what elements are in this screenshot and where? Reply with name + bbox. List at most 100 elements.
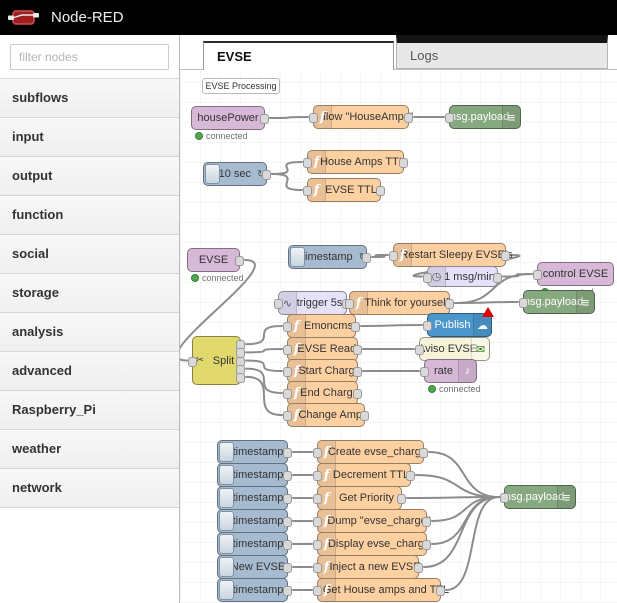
out-port[interactable] [353, 367, 362, 377]
node-t7[interactable]: timestamp [217, 578, 292, 602]
out-port[interactable] [362, 253, 371, 263]
in-port[interactable] [445, 113, 454, 123]
wire-emon-pub[interactable] [360, 324, 423, 327]
out-port[interactable] [414, 563, 423, 573]
wire-split-start[interactable] [245, 359, 283, 372]
out-port[interactable] [262, 170, 271, 180]
in-port[interactable] [313, 517, 322, 527]
inject-button[interactable] [219, 442, 234, 462]
wire-hp-fha[interactable] [269, 116, 309, 119]
filter-nodes-input[interactable] [10, 44, 169, 70]
node-tsA[interactable]: timestamp↻ [288, 245, 371, 269]
out-port[interactable] [397, 494, 406, 504]
in-port[interactable] [274, 299, 283, 309]
inject-button[interactable] [219, 465, 234, 485]
wire-think-mp2[interactable] [454, 301, 519, 304]
wire-evse-split[interactable] [180, 259, 256, 362]
out-port[interactable] [283, 471, 292, 481]
out-port[interactable] [422, 540, 431, 550]
in-port[interactable] [313, 563, 322, 573]
out-port[interactable] [283, 586, 292, 596]
in-port[interactable] [313, 494, 322, 504]
node-t4[interactable]: timestamp [217, 509, 292, 533]
inject-button[interactable] [219, 488, 234, 508]
in-port[interactable] [423, 272, 432, 283]
wire-tsA-restart[interactable] [371, 254, 389, 258]
in-port[interactable] [420, 367, 429, 377]
node-trig[interactable]: ∿trigger 5s [274, 291, 351, 315]
sidebar-item-subflows[interactable]: subflows [0, 79, 179, 118]
out-port[interactable] [283, 517, 292, 527]
node-pub[interactable]: ☁Publish [423, 307, 494, 337]
out-port[interactable] [422, 517, 431, 527]
in-port[interactable] [188, 356, 197, 367]
tab-evse[interactable]: EVSE [203, 41, 394, 70]
wire-f3-mp3[interactable] [406, 496, 500, 499]
in-port[interactable] [313, 586, 322, 596]
node-inj10[interactable]: 10 sec↻ [203, 162, 271, 186]
out-port[interactable] [376, 186, 385, 196]
inject-button[interactable] [219, 557, 234, 577]
node-msgmin[interactable]: ◷1 msg/min [423, 266, 502, 287]
out-port[interactable] [419, 448, 428, 458]
in-port[interactable] [345, 299, 354, 309]
sidebar-item-weather[interactable]: weather [0, 430, 179, 469]
node-mp3[interactable]: ≡msg.payload [500, 485, 576, 509]
wire-split-end[interactable] [245, 367, 283, 394]
in-port[interactable] [423, 321, 432, 331]
in-port[interactable] [500, 493, 509, 503]
wire-split-ready[interactable] [245, 348, 283, 354]
inject-button[interactable] [219, 511, 234, 531]
out-port[interactable] [360, 411, 369, 421]
wire-f6-mp3[interactable] [423, 496, 500, 568]
in-port[interactable] [533, 270, 542, 280]
in-port[interactable] [283, 389, 292, 399]
sidebar-item-analysis[interactable]: analysis [0, 313, 179, 352]
sidebar-item-network[interactable]: network [0, 469, 179, 508]
sidebar-item-input[interactable]: input [0, 118, 179, 157]
in-port[interactable] [283, 322, 292, 332]
in-port[interactable] [283, 367, 292, 377]
node-t3[interactable]: timestamp [217, 486, 292, 510]
sidebar-item-output[interactable]: output [0, 157, 179, 196]
in-port[interactable] [283, 411, 292, 421]
inject-button[interactable] [219, 534, 234, 554]
wire-inj10-hat[interactable] [271, 161, 303, 175]
in-port[interactable] [303, 186, 312, 196]
out-port[interactable] [235, 256, 244, 266]
sidebar-item-storage[interactable]: storage [0, 274, 179, 313]
wire-inj10-ettl[interactable] [271, 173, 303, 191]
in-port[interactable] [309, 113, 318, 123]
node-t2[interactable]: timestamp [217, 463, 292, 487]
inject-button[interactable] [205, 164, 220, 184]
node-t6[interactable]: New EVSE [217, 555, 292, 579]
node-mp1[interactable]: ≡msg.payload [445, 105, 521, 129]
out-port[interactable] [353, 389, 362, 399]
sidebar-item-advanced[interactable]: advanced [0, 352, 179, 391]
out-port[interactable] [283, 563, 292, 573]
wire-split-change[interactable] [245, 375, 283, 416]
out-port[interactable] [283, 494, 292, 504]
in-port[interactable] [313, 471, 322, 481]
in-port[interactable] [415, 345, 424, 355]
inject-button[interactable] [290, 247, 305, 267]
sidebar-item-social[interactable]: social [0, 235, 179, 274]
in-port[interactable] [519, 298, 528, 308]
